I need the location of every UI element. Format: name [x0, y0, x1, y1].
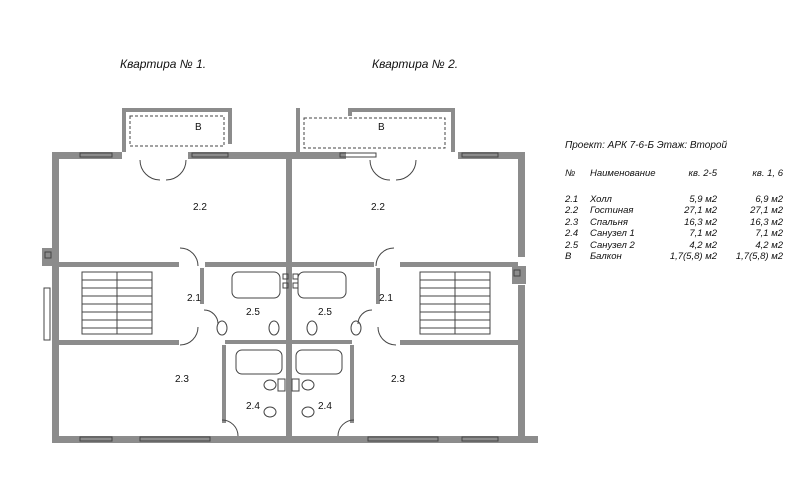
legend-header-no: №: [565, 168, 576, 179]
legend-row: В Балкон 1,7(5,8) м2 1,7(5,8) м2: [565, 251, 783, 263]
room-label: 2.5: [318, 307, 332, 318]
room-label: 2.5: [246, 307, 260, 318]
room-label: 2.3: [175, 374, 189, 385]
details: [43, 115, 521, 442]
legend-name: Спальня: [590, 216, 628, 228]
legend-a: 1,7(5,8) м2: [669, 251, 717, 262]
legend-b: 1,7(5,8) м2: [735, 251, 783, 262]
legend-a: 27,1 м2: [684, 205, 717, 216]
legend-name: Холл: [590, 193, 612, 205]
legend-row: 2.3 Спальня 16,3 м2 16,3 м2: [565, 217, 783, 229]
legend-row: 2.2 Гостиная 27,1 м2 27,1 м2: [565, 205, 783, 217]
legend-row: 2.5 Санузел 2 4,2 м2 4,2 м2: [565, 240, 783, 252]
legend-b: 16,3 м2: [750, 216, 783, 228]
apartment-2-title: Квартира № 2.: [372, 57, 459, 71]
legend-a: 16,3 м2: [684, 216, 717, 228]
balcony-label: В: [378, 122, 385, 133]
legend-name: Гостиная: [590, 205, 634, 216]
legend-b: 6,9 м2: [755, 193, 783, 205]
legend-no: 2.5: [565, 239, 579, 251]
legend-header-a: кв. 2-5: [688, 168, 717, 179]
legend-b: 27,1 м2: [750, 205, 783, 216]
legend-header: № Наименование кв. 2-5 кв. 1, 6: [565, 168, 783, 180]
legend-row: 2.4 Санузел 1 7,1 м2 7,1 м2: [565, 228, 783, 240]
legend-a: 4,2 м2: [689, 239, 717, 251]
room-label: 2.3: [391, 374, 405, 385]
room-label: 2.1: [379, 293, 393, 304]
walls: [42, 108, 538, 443]
room-label: 2.2: [371, 202, 385, 213]
apartment-1-title: Квартира № 1.: [120, 57, 207, 71]
legend-a: 5,9 м2: [689, 193, 717, 205]
legend-b: 4,2 м2: [755, 239, 783, 251]
legend-b: 7,1 м2: [755, 228, 783, 239]
room-label: 2.4: [246, 401, 260, 412]
legend-row: 2.1 Холл 5,9 м2 6,9 м2: [565, 194, 783, 206]
legend-no: 2.3: [565, 216, 579, 228]
legend-no: В: [565, 251, 572, 262]
legend-header-b: кв. 1, 6: [752, 168, 783, 179]
legend-header-name: Наименование: [590, 168, 656, 179]
room-label: 2.4: [318, 401, 332, 412]
floor-plan: [42, 108, 538, 443]
legend-name: Санузел 1: [590, 228, 635, 239]
legend-no: 2.1: [565, 193, 579, 205]
balcony-label: В: [195, 122, 202, 133]
legend-a: 7,1 м2: [689, 228, 717, 239]
legend-name: Балкон: [590, 251, 622, 262]
room-label: 2.2: [193, 202, 207, 213]
legend-no: 2.2: [565, 205, 579, 216]
area-legend: № Наименование кв. 2-5 кв. 1, 6 2.1 Холл…: [565, 168, 783, 263]
room-label: 2.1: [187, 293, 201, 304]
legend-no: 2.4: [565, 228, 579, 239]
project-line: Проект: АРК 7-6-Б Этаж: Второй: [565, 140, 728, 151]
legend-name: Санузел 2: [590, 239, 635, 251]
